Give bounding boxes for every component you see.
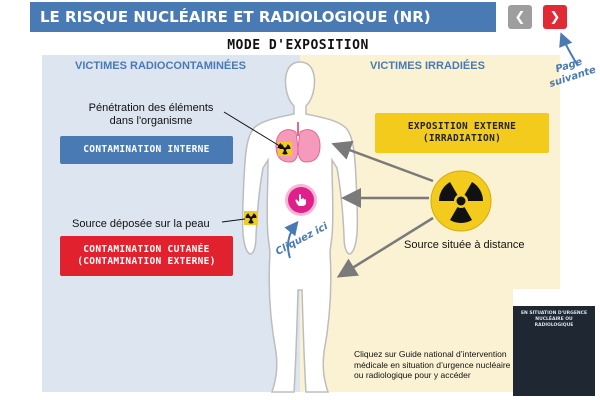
page-title: LE RISQUE NUCLÉAIRE ET RADIOLOGIQUE (NR) [40, 8, 431, 26]
chevron-right-icon: ❯ [549, 9, 561, 25]
radiation-icon-skin [244, 211, 258, 225]
radiation-icon-lungs [278, 142, 292, 156]
depot-pointer [221, 218, 246, 223]
next-page-button[interactable]: ❯ [543, 5, 567, 29]
contamination-interne-button[interactable]: CONTAMINATION INTERNE [60, 136, 233, 164]
page-suivante-arrow [559, 32, 579, 67]
mode-exposition-title: MODE D'EXPOSITION [227, 38, 369, 53]
human-body-silhouette [241, 61, 359, 393]
previous-page-button[interactable]: ❮ [508, 5, 532, 29]
contamination-cutanee-button[interactable]: CONTAMINATION CUTANÉE (CONTAMINATION EXT… [60, 236, 233, 276]
victimes-irradiees-heading: VICTIMES IRRADIÉES [370, 60, 485, 72]
guide-cover-title: EN SITUATION D'URGENCE NUCLÉAIRE OU RADI… [520, 311, 588, 328]
victimes-radiocontaminees-heading: VICTIMES RADIOCONTAMINÉES [75, 60, 246, 72]
source-distance-label: Source située à distance [404, 239, 525, 251]
hand-pointer-icon [295, 194, 306, 206]
exposition-externe-button[interactable]: EXPOSITION EXTERNE (IRRADIATION) [375, 113, 549, 153]
cliquez-arrow [284, 220, 299, 259]
radiation-icon [430, 170, 492, 232]
chevron-left-icon: ❮ [514, 9, 526, 25]
irradiation-arrows [331, 140, 434, 278]
title-bar: LE RISQUE NUCLÉAIRE ET RADIOLOGIQUE (NR) [30, 2, 496, 32]
guide-cover-thumbnail[interactable]: EN SITUATION D'URGENCE NUCLÉAIRE OU RADI… [513, 289, 595, 396]
hand-pointer-button[interactable] [288, 187, 314, 213]
penetration-label: Pénétration des éléments dans l'organism… [88, 102, 214, 127]
guide-cover-header [513, 289, 595, 306]
source-deposee-label: Source déposée sur la peau [72, 218, 210, 230]
penetration-pointer [223, 111, 284, 149]
guide-link-text[interactable]: Cliquez sur Guide national d’interventio… [354, 349, 511, 380]
